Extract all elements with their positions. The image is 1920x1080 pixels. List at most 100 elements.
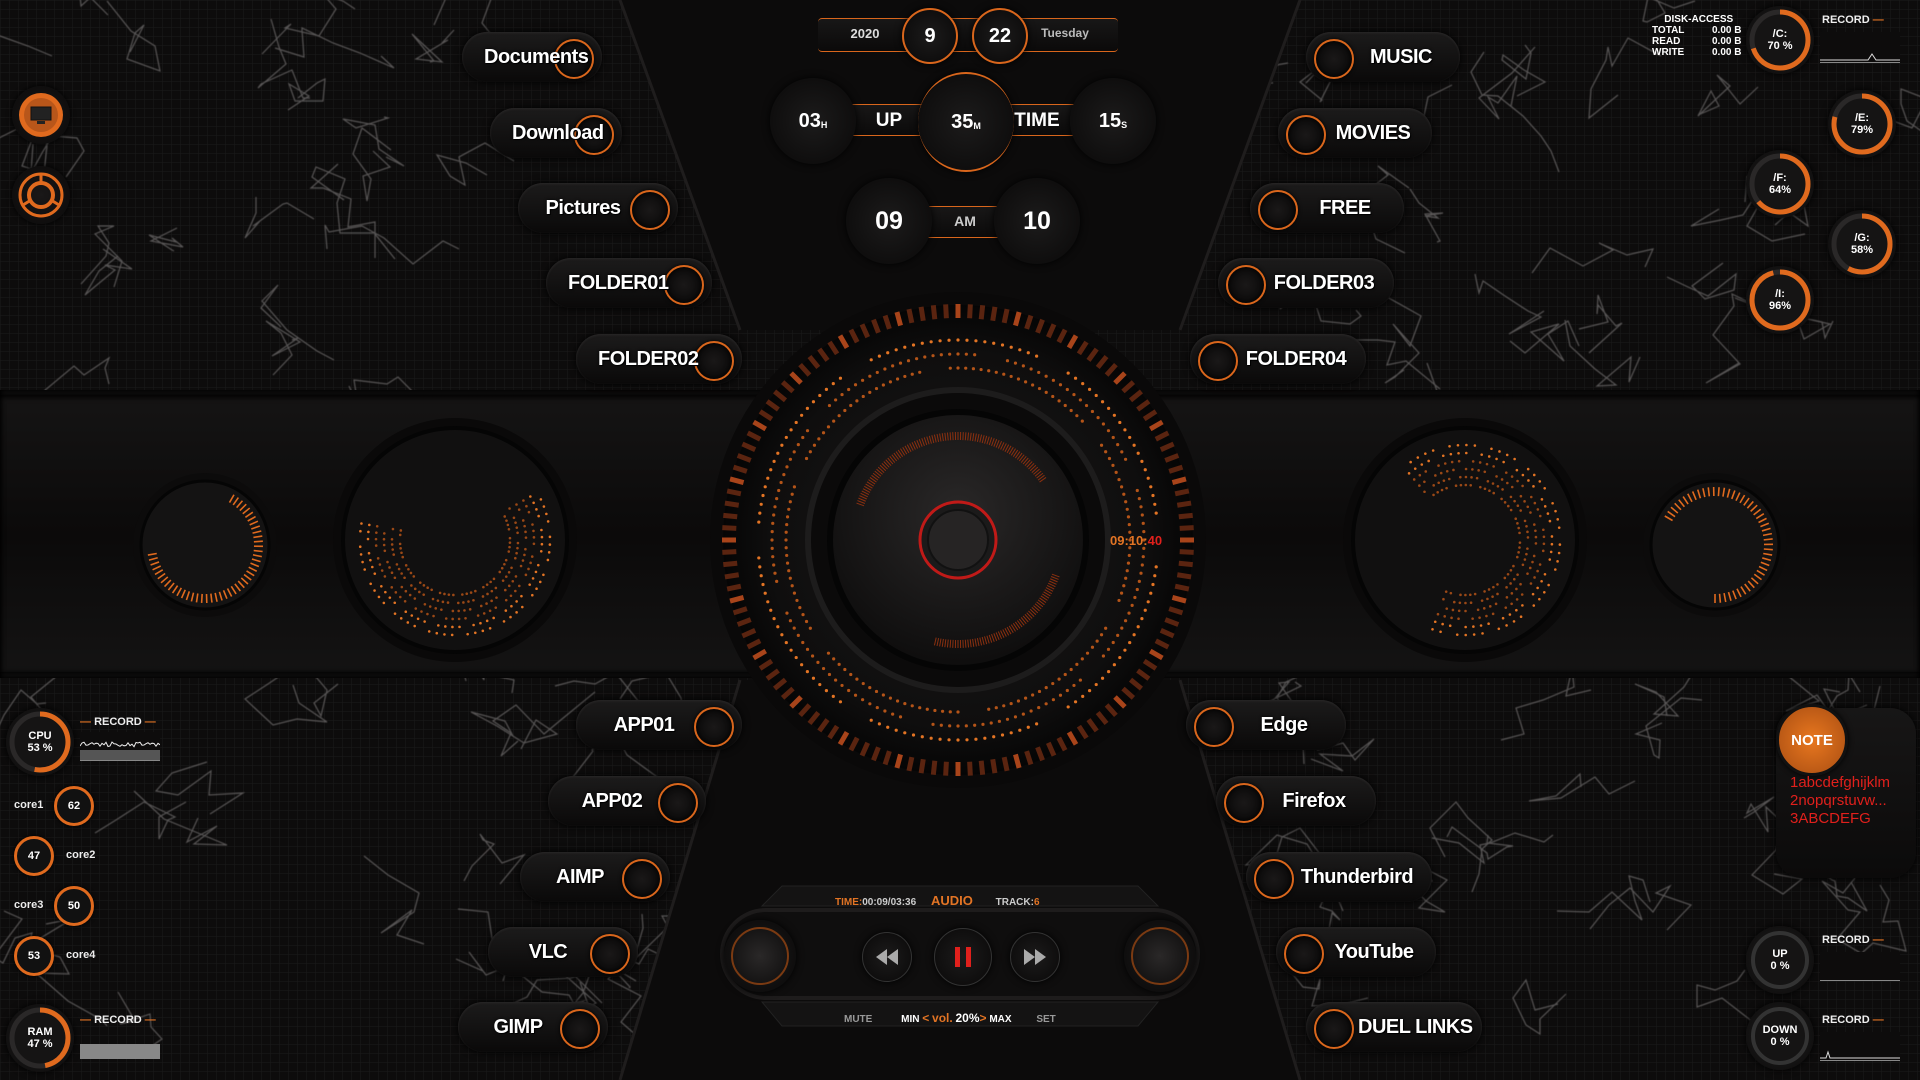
- left_apps-label: GIMP: [493, 1016, 543, 1038]
- note-text[interactable]: 1abcdefghijklm 2nopqrstuvw... 3ABCDEFG: [1790, 774, 1890, 828]
- month-dial: 9: [902, 8, 958, 64]
- left_folders-label: Documents: [484, 46, 589, 68]
- max-button[interactable]: MAX: [989, 1014, 1012, 1025]
- dial-minute: 10: [1128, 533, 1144, 548]
- net-up-graph: [1820, 952, 1900, 981]
- right_folders-label: FOLDER04: [1245, 348, 1347, 370]
- gauge-text: 53 %: [27, 742, 53, 754]
- volume-down-symbol[interactable]: <: [922, 1011, 930, 1025]
- right_apps-youtube-button[interactable]: YouTube: [1276, 927, 1436, 977]
- uptime-minutes: 35: [951, 110, 974, 133]
- time-label-prefix: TIME:: [835, 897, 863, 908]
- net-down-value: 0 %: [1770, 1036, 1790, 1048]
- monitor-button[interactable]: [12, 86, 70, 144]
- right_apps-duel-links-button[interactable]: DUEL LINKS: [1306, 1002, 1482, 1052]
- disk-row-label: WRITE: [1652, 47, 1685, 58]
- uptime-minutes-unit: M: [973, 121, 981, 131]
- right_apps-edge-button[interactable]: Edge: [1186, 700, 1346, 750]
- net-down-record-text: RECORD: [1822, 1014, 1870, 1026]
- right-large-dial: [1343, 418, 1587, 662]
- track-time: 00:09/03:36: [862, 897, 917, 908]
- knob-icon: [1286, 115, 1326, 155]
- net-up-record-label: RECORD —: [1822, 934, 1884, 946]
- left_folders-pictures-button[interactable]: Pictures: [518, 183, 678, 233]
- pause-icon: [955, 947, 971, 967]
- dial-second: 40: [1147, 533, 1163, 548]
- right_folders-folder04-button[interactable]: FOLDER04: [1190, 334, 1366, 384]
- right_folders-movies-button[interactable]: MOVIES: [1278, 108, 1432, 158]
- net-up-record-text: RECORD: [1822, 934, 1870, 946]
- aperture-icon: [18, 172, 64, 218]
- gauge-text: /F:: [1773, 172, 1787, 184]
- volume-label: vol.: [932, 1011, 953, 1025]
- up-label: UP: [875, 110, 903, 131]
- right_apps-label: Thunderbird: [1300, 866, 1414, 888]
- left_apps-app01-button[interactable]: APP01: [576, 700, 742, 750]
- disk-row-value: 0.00 B: [1712, 47, 1742, 58]
- gauge-text: 47 %: [27, 1038, 53, 1050]
- left_apps-gimp-button[interactable]: GIMP: [458, 1002, 608, 1052]
- gauge-text: 58%: [1850, 244, 1874, 256]
- min-button[interactable]: MIN: [901, 1014, 920, 1025]
- left_apps-app02-button[interactable]: APP02: [548, 776, 706, 826]
- uptime-seconds-unit: S: [1121, 120, 1128, 130]
- core-badge: 53: [14, 936, 54, 976]
- knob-icon: [664, 265, 704, 305]
- left_folders-folder02-button[interactable]: FOLDER02: [576, 334, 742, 384]
- right_apps-thunderbird-button[interactable]: Thunderbird: [1246, 852, 1432, 902]
- right_folders-label: MUSIC: [1370, 46, 1432, 68]
- gauge-text: /G:: [1854, 232, 1870, 244]
- left-small-dial: [133, 473, 277, 617]
- drive-gauge: /C:70 %: [1746, 6, 1814, 74]
- clock-minute-dial: 10: [994, 178, 1080, 264]
- right_apps-label: Firefox: [1282, 790, 1346, 812]
- right_apps-firefox-button[interactable]: Firefox: [1216, 776, 1376, 826]
- right_folders-label: FREE: [1319, 197, 1371, 219]
- time-label: TIME: [1014, 110, 1060, 131]
- right_folders-free-button[interactable]: FREE: [1250, 183, 1404, 233]
- clock-hour-dial: 09: [846, 178, 932, 264]
- right_folders-folder03-button[interactable]: FOLDER03: [1218, 258, 1394, 308]
- knob-icon: [694, 707, 734, 747]
- monitor-icon: [19, 93, 63, 137]
- cpu-record-label: — RECORD —: [80, 716, 156, 728]
- volume-up-symbol[interactable]: >: [979, 1011, 987, 1025]
- gauge-text: 70 %: [1767, 40, 1793, 52]
- net-down-record-label: RECORD —: [1822, 1014, 1884, 1026]
- gauge-text: /I:: [1775, 288, 1785, 300]
- core-label: core2: [66, 849, 96, 861]
- disk-record-label: RECORD —: [1822, 14, 1884, 26]
- previous-button[interactable]: [862, 932, 912, 982]
- right_folders-label: FOLDER03: [1273, 272, 1375, 294]
- gauge-ring: [1831, 93, 1893, 155]
- note-button[interactable]: NOTE: [1776, 704, 1848, 776]
- day-dial: 22: [972, 8, 1028, 64]
- knob-icon: [1314, 39, 1354, 79]
- right-small-dial: [1643, 473, 1787, 617]
- core-badge: 62: [54, 786, 94, 826]
- set-button[interactable]: SET: [1036, 1014, 1056, 1025]
- left_folders-folder01-button[interactable]: FOLDER01: [546, 258, 712, 308]
- ampm-label: AM: [954, 213, 976, 229]
- next-button[interactable]: [1010, 932, 1060, 982]
- dial-sep-1: :: [1124, 533, 1129, 548]
- core-label: core1: [14, 799, 44, 811]
- core-badge: 47: [14, 836, 54, 876]
- right_folders-music-button[interactable]: MUSIC: [1306, 32, 1460, 82]
- volume-right-knob[interactable]: [1124, 920, 1196, 992]
- disk-row-value: 0.00 B: [1712, 25, 1742, 36]
- aperture-button[interactable]: [12, 166, 70, 224]
- dial-time: 09:10:40: [1110, 533, 1162, 548]
- left_apps-aimp-button[interactable]: AIMP: [520, 852, 670, 902]
- ram-record-label: — RECORD —: [80, 1014, 156, 1026]
- pause-button[interactable]: [934, 928, 992, 986]
- left_folders-download-button[interactable]: Download: [490, 108, 622, 158]
- left_apps-vlc-button[interactable]: VLC: [488, 927, 638, 977]
- mute-button[interactable]: MUTE: [844, 1014, 873, 1025]
- volume-left-knob[interactable]: [724, 920, 796, 992]
- gauge-text: /C:: [1772, 28, 1788, 40]
- left_apps-label: APP02: [581, 790, 643, 812]
- left_folders-documents-button[interactable]: Documents: [462, 32, 602, 82]
